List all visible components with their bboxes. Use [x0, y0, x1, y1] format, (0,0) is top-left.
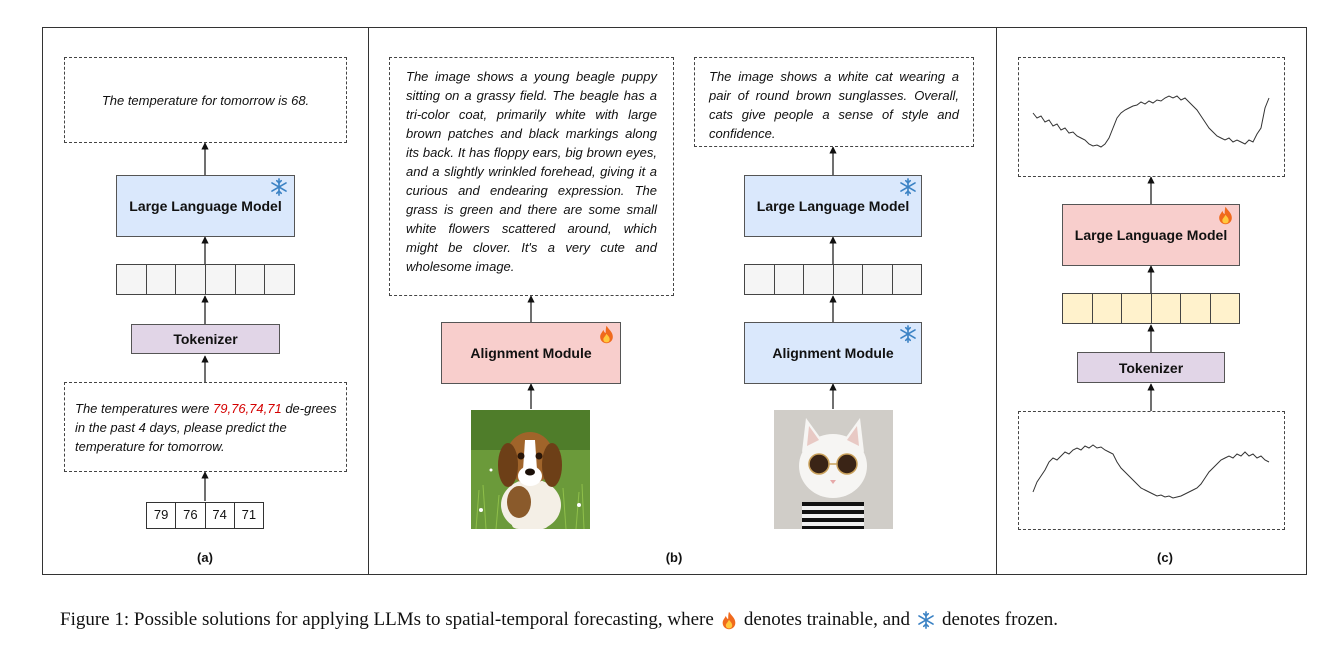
- panel-b-right-text: The image shows a white cat wearing a pa…: [709, 69, 959, 141]
- fire-icon: [1219, 206, 1232, 225]
- panel-divider-bc: [996, 27, 997, 575]
- token-cell: [176, 265, 207, 294]
- panel-a-output-box: The temperature for tomorrow is 68.: [64, 57, 347, 143]
- panel-a-prompt-box: The temperatures were 79,76,74,71 de-gre…: [64, 382, 347, 472]
- panel-c-output-series-box: [1018, 57, 1285, 177]
- panel-a-llm-box: Large Language Model: [116, 175, 295, 237]
- token-cell: [745, 265, 775, 294]
- panel-c-tokenizer-label: Tokenizer: [1118, 359, 1184, 376]
- panel-b-sublabel: (b): [665, 550, 683, 565]
- panel-c-token-row: [1062, 293, 1240, 324]
- panel-a-llm-label: Large Language Model: [129, 198, 282, 214]
- token-cell: [833, 265, 863, 294]
- panel-divider-ab: [368, 27, 369, 575]
- token-cell: [1181, 294, 1211, 323]
- panel-c-tokenizer-box: Tokenizer: [1077, 352, 1225, 383]
- snowflake-icon: [918, 611, 934, 629]
- fire-icon: [722, 611, 736, 629]
- snowflake-icon: [900, 178, 916, 196]
- panel-b-right-llm-label: Large Language Model: [756, 198, 910, 214]
- token-cell: [804, 265, 834, 294]
- panel-a-output-text: The temperature for tomorrow is 68.: [101, 92, 310, 108]
- token-cell: [1210, 294, 1239, 323]
- panel-b-left-module-box: Alignment Module: [441, 322, 621, 384]
- panel-a-number-row: 79 76 74 71: [146, 502, 264, 529]
- snowflake-icon: [271, 178, 287, 196]
- panel-b-left-text: The image shows a young beagle puppy sit…: [406, 69, 657, 274]
- number-cell: 71: [241, 507, 257, 522]
- token-cell: [1151, 294, 1181, 323]
- figure-caption: Figure 1: Possible solutions for applyin…: [60, 609, 1058, 631]
- panel-a-sublabel: (a): [197, 550, 213, 565]
- caption-prefix: Figure 1: Possible solutions for applyin…: [60, 609, 714, 630]
- token-cell: [774, 265, 804, 294]
- panel-b-left-module-label: Alignment Module: [470, 345, 592, 361]
- output-time-series-line: [1032, 95, 1270, 148]
- prompt-text-before: The temperatures were: [75, 401, 214, 416]
- panel-c-llm-box: Large Language Model: [1062, 204, 1240, 266]
- prompt-numbers-highlight: 79,76,74,71: [213, 401, 282, 416]
- number-cell: 79: [147, 503, 177, 528]
- token-cell: [117, 265, 147, 294]
- token-cell: [146, 265, 177, 294]
- panel-c-input-series-box: [1018, 411, 1285, 530]
- caption-suffix: denotes frozen.: [942, 609, 1059, 630]
- panel-a-tokenizer-label: Tokenizer: [173, 331, 238, 347]
- token-cell: [892, 265, 921, 294]
- panel-b-right-module-box: Alignment Module: [744, 322, 922, 384]
- token-cell: [863, 265, 893, 294]
- beagle-puppy-image: [471, 410, 590, 529]
- fire-icon: [600, 325, 613, 344]
- panel-c-llm-label: Large Language Model: [1074, 227, 1228, 243]
- prompt-text-after: de-grees in the past 4 days, please pred…: [75, 401, 337, 454]
- token-cell: [1122, 294, 1152, 323]
- number-cell: 74: [206, 503, 235, 528]
- input-time-series-line: [1032, 444, 1270, 499]
- token-cell: [235, 265, 266, 294]
- number-cell: 76: [176, 503, 206, 528]
- panel-a-tokenizer-box: Tokenizer: [131, 324, 280, 354]
- caption-middle: denotes trainable, and: [743, 609, 910, 630]
- panel-b-right-module-label: Alignment Module: [772, 345, 894, 361]
- cat-sunglasses-image: [774, 410, 893, 529]
- panel-a-prompt-text: The temperatures were 79,76,74,71 de-gre…: [75, 399, 338, 456]
- token-cell: [265, 265, 295, 294]
- panel-b-right-text-box: The image shows a white cat wearing a pa…: [694, 57, 974, 147]
- token-cell: [206, 265, 236, 294]
- panel-b-left-text-box: The image shows a young beagle puppy sit…: [389, 57, 674, 296]
- panel-b-right-llm-box: Large Language Model: [744, 175, 922, 237]
- snowflake-icon: [900, 325, 916, 343]
- token-cell: [1092, 294, 1122, 323]
- panel-a-token-row: [116, 264, 295, 295]
- panel-b-token-row: [744, 264, 922, 295]
- panel-c-sublabel: (c): [1157, 550, 1173, 565]
- figure-frame: [42, 27, 1307, 575]
- token-cell: [1063, 294, 1093, 323]
